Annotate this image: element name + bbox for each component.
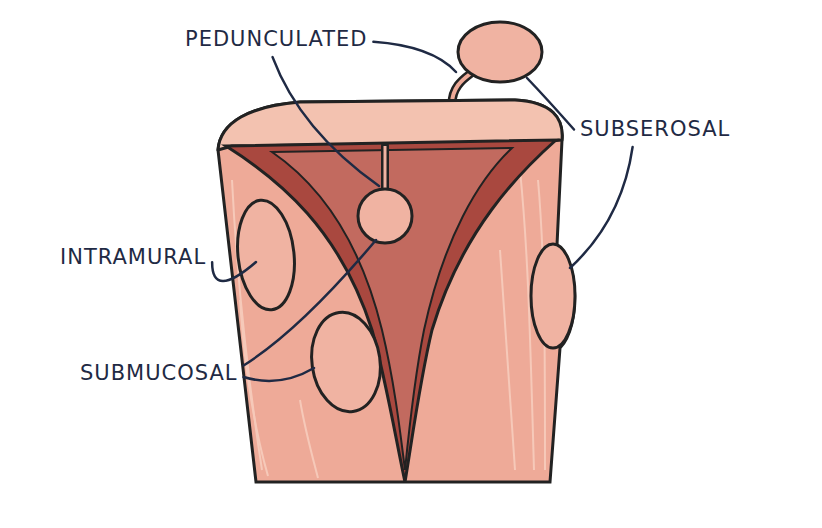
part-label: SUBMUCOSAL <box>80 362 238 385</box>
part-label: SUBSEROSAL <box>580 118 730 141</box>
leader-line <box>273 57 379 186</box>
pedunculated-fibroid <box>458 22 542 82</box>
subserosal-fibroid <box>531 244 575 348</box>
part-label: INTRAMURAL <box>60 246 206 269</box>
fibroid-stalk <box>381 146 389 190</box>
uterine-cavity <box>272 148 512 470</box>
fibroid-stalk <box>384 146 387 190</box>
uterus-wall <box>218 100 575 482</box>
leader-line <box>373 42 456 72</box>
uterine-cavity-lining <box>226 140 556 482</box>
leader-line <box>527 78 574 130</box>
leader-line <box>570 147 633 268</box>
intramural-fibroid <box>232 197 299 312</box>
leader-line <box>244 240 376 365</box>
leader-line <box>212 262 256 281</box>
pedunculated-fibroid <box>358 189 412 243</box>
part-label: PEDUNCULATED <box>185 28 367 51</box>
submucosal-fibroid <box>305 308 386 416</box>
leader-line <box>244 368 314 381</box>
